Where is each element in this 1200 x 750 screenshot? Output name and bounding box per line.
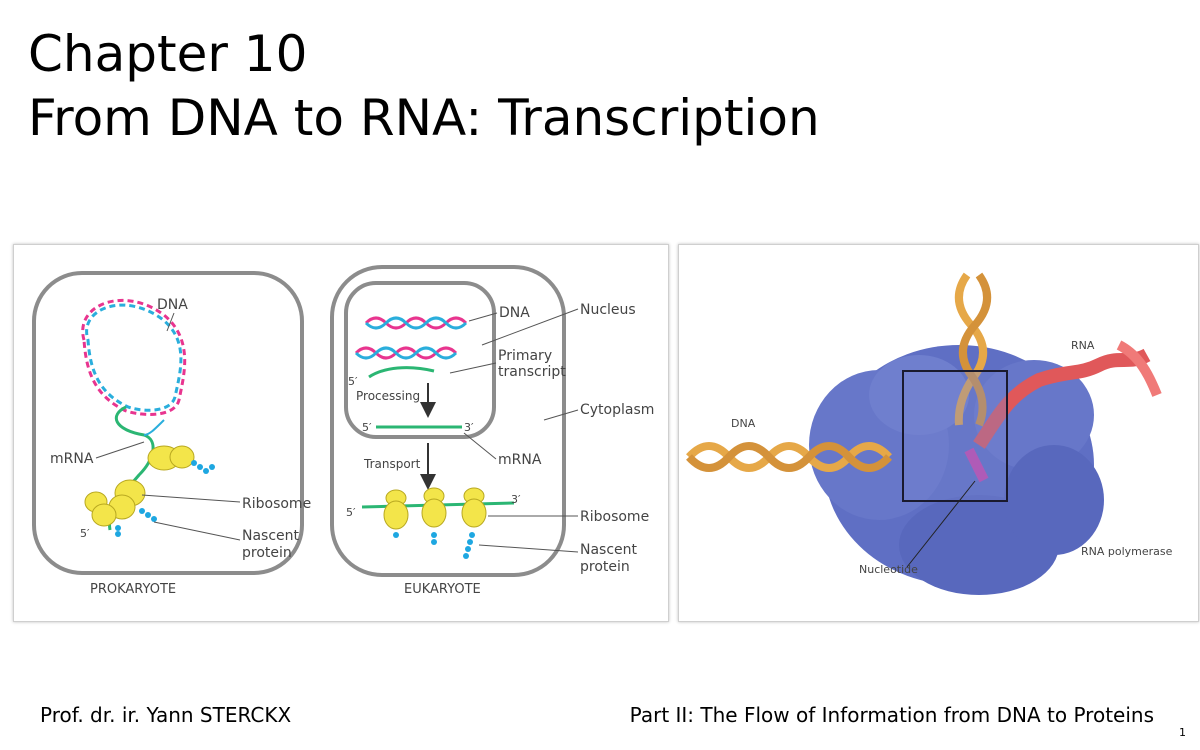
nucleotide-label: Nucleotide (859, 563, 918, 576)
eukaryote-five-prime-c: 5′ (346, 506, 356, 519)
prokaryote-nascent-label-2: protein (242, 545, 292, 561)
prokaryote-eukaryote-figure: DNA mRNA Ribosome Nascent protein 5′ PRO… (13, 244, 669, 622)
rna-polymerase-figure: RNA DNA RNA polymerase Nucleotide (678, 244, 1199, 622)
title-line-2: From DNA to RNA: Transcription (28, 89, 820, 147)
prokaryote-mrna-label: mRNA (50, 451, 94, 467)
eukaryote-five-prime-a: 5′ (348, 375, 358, 388)
eukaryote-dna-label: DNA (499, 305, 530, 321)
primary-transcript-label-2: transcript (498, 364, 566, 380)
rna-polymerase-label: RNA polymerase (1081, 545, 1173, 558)
primary-transcript-label-1: Primary (498, 348, 552, 364)
eukaryote-dna (354, 316, 468, 360)
prokaryote-dna-loop (81, 298, 187, 416)
processing-label: Processing (356, 389, 420, 403)
eukaryote-nucleus-label: Nucleus (580, 302, 636, 318)
title-line-1: Chapter 10 (28, 25, 308, 83)
cytoplasm-label: Cytoplasm (580, 402, 654, 418)
prokaryote-caption: PROKARYOTE (90, 582, 176, 597)
transport-label: Transport (363, 457, 421, 471)
prokaryote-ribosome-label: Ribosome (242, 496, 311, 512)
prokaryote-nascent-label-1: Nascent (242, 528, 300, 544)
eukaryote-ribosomes (383, 487, 487, 530)
author-footer: Prof. dr. ir. Yann STERCKX (40, 703, 292, 727)
prokaryote-mrna-link (143, 419, 165, 436)
eukaryote-cell (330, 265, 566, 577)
prokaryote-ribosomes (84, 445, 195, 527)
active-site-box (902, 370, 1008, 502)
eukaryote-nucleus (344, 281, 496, 439)
prokaryote-dna-label: DNA (157, 297, 188, 313)
slide-title: Chapter 10 From DNA to RNA: Transcriptio… (28, 22, 820, 150)
eukaryote-five-prime-b: 5′ (362, 421, 372, 434)
eukaryote-mrna-label: mRNA (498, 452, 542, 468)
eukaryote-three-prime-c: 3′ (511, 493, 521, 506)
rna-strand-structure (964, 340, 1162, 483)
eukaryote-nascent-label-2: protein (580, 559, 630, 575)
prokaryote-cell (32, 271, 304, 575)
eukaryote-ribosome-label: Ribosome (580, 509, 649, 525)
dna-helix-structure (686, 272, 991, 472)
prokaryote-nascent-proteins (115, 460, 215, 537)
eukaryote-nascent-proteins (393, 532, 475, 559)
eukaryote-primary-transcript (368, 366, 435, 379)
prokaryote-five-prime: 5′ (80, 527, 90, 540)
eukaryote-three-prime-b: 3′ (464, 421, 474, 434)
section-footer: Part II: The Flow of Information from DN… (629, 703, 1154, 727)
dna-label: DNA (731, 417, 756, 430)
page-number: 1 (1179, 726, 1186, 739)
rna-label: RNA (1071, 339, 1095, 352)
eukaryote-caption: EUKARYOTE (404, 582, 481, 597)
eukaryote-nascent-label-1: Nascent (580, 542, 638, 558)
